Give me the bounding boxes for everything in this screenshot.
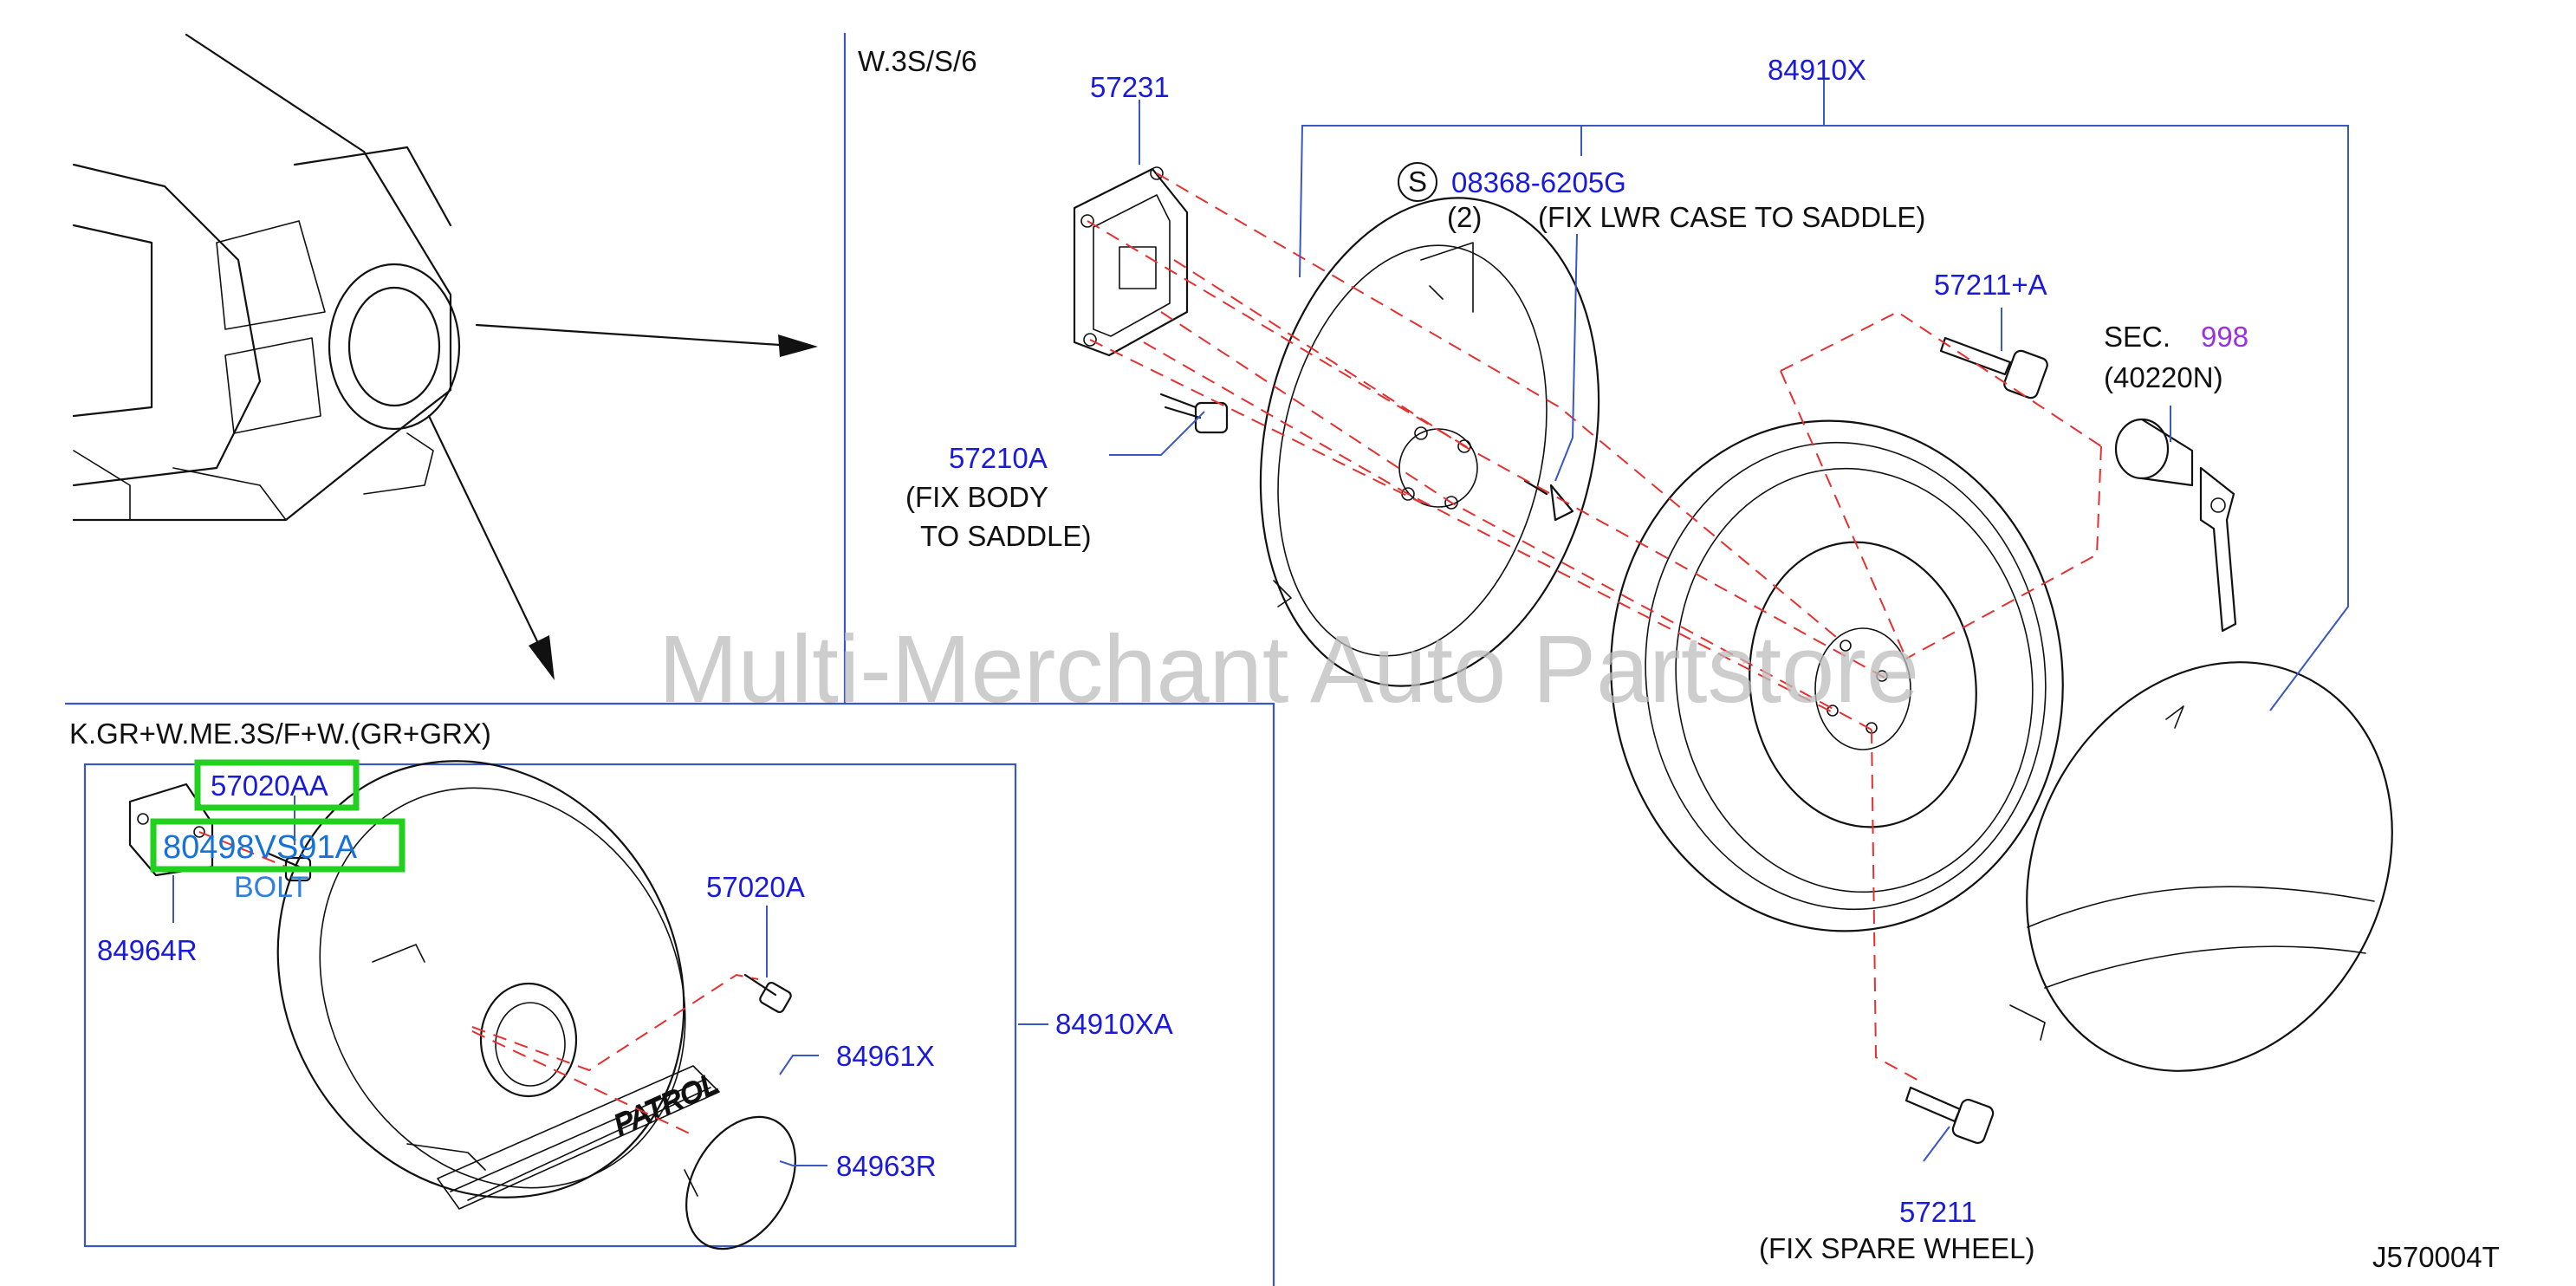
lower-panel-frame [65, 702, 1275, 1286]
callout-08368-6205G[interactable]: 08368-6205G [1451, 166, 1626, 198]
sec-number-998[interactable]: 998 [2201, 321, 2248, 353]
sec-label: SEC. [2104, 321, 2170, 353]
lock-cylinder-40220N [2114, 418, 2237, 633]
callout-40220N: (40220N) [2104, 361, 2223, 393]
callout-57020A[interactable]: 57020A [706, 871, 805, 903]
note-fix-spare-wheel: (FIX SPARE WHEEL) [1759, 1232, 2034, 1264]
arrow-to-lower [427, 414, 555, 680]
highlight-80498VS91A [150, 818, 406, 873]
callout-84961X[interactable]: 84961X [836, 1040, 935, 1072]
stud-57211A [1939, 336, 2048, 399]
callout-84963R[interactable]: 84963R [836, 1150, 937, 1182]
leader-lines-lower [172, 796, 1048, 1166]
bolt-57210A [1159, 393, 1229, 434]
highlight-57020AA [194, 759, 360, 811]
bolt-57020A [743, 973, 792, 1014]
s-symbol-circle [1398, 162, 1437, 202]
arrow-to-upper [475, 323, 818, 357]
callout-57211A[interactable]: 57211+A [1934, 269, 2047, 301]
section-label-upper: W.3S/S/6 [858, 45, 977, 77]
stud-57211 [1904, 1086, 1995, 1145]
lower-case-84910X [1259, 197, 1600, 687]
section-label-lower: K.GR+W.ME.3S/F+W.(GR+GRX) [69, 718, 491, 750]
note-fix-lwr-case: (FIX LWR CASE TO SADDLE) [1538, 201, 1925, 233]
bolt-08368-6205G [1523, 479, 1574, 522]
label-bolt: BOLT [234, 871, 308, 904]
watermark-text: Multi-Merchant Auto Partstore [659, 616, 1919, 723]
note-fix-body-line1: (FIX BODY [905, 481, 1048, 513]
leader-lines-upper [1109, 80, 2349, 1162]
lower-dashed-lines [198, 831, 759, 1136]
callout-84964R[interactable]: 84964R [97, 934, 198, 966]
callout-84910X[interactable]: 84910X [1768, 54, 1866, 86]
callout-80498VS91A[interactable]: 80498VS91A [163, 829, 358, 866]
lower-cover-84910XA [276, 760, 720, 1210]
cap-84963R [684, 1115, 796, 1250]
diagram-reference-code: J570004T [2372, 1241, 2500, 1273]
alignment-dashed-lines [1087, 172, 2102, 1084]
callout-57211[interactable]: 57211 [1899, 1196, 1976, 1228]
vehicle-rear-illustration [72, 33, 461, 522]
upper-cover [2009, 661, 2393, 1072]
s-symbol-letter: S [1408, 166, 1427, 198]
callout-84910XA[interactable]: 84910XA [1055, 1008, 1173, 1040]
callout-57210A[interactable]: 57210A [949, 442, 1048, 474]
saddle-bracket-57231 [1073, 166, 1189, 357]
note-fix-body-line2: TO SADDLE) [920, 520, 1091, 552]
callout-57231[interactable]: 57231 [1090, 71, 1170, 103]
quantity-2: (2) [1447, 201, 1482, 233]
callout-57020AA[interactable]: 57020AA [211, 770, 328, 802]
lower-inner-frame [83, 763, 1017, 1248]
